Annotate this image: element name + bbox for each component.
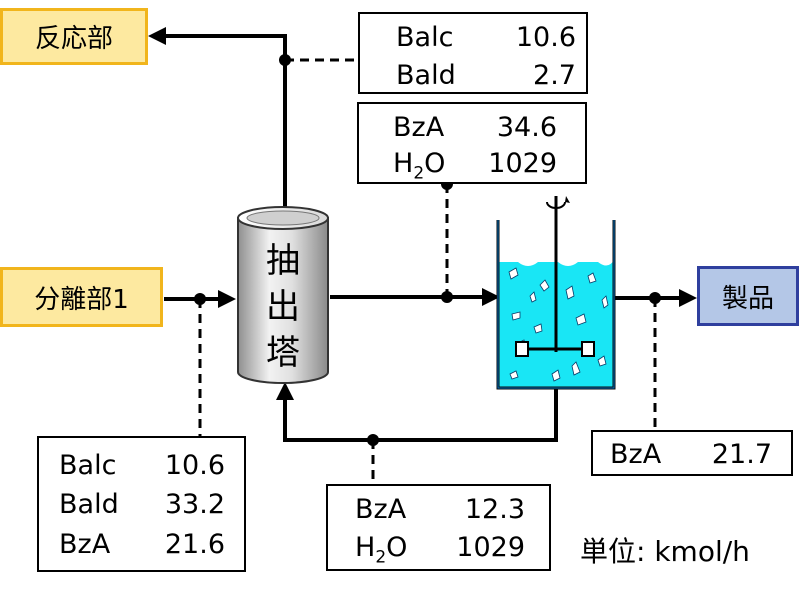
tower-label-3: 塔 <box>266 333 300 373</box>
tower-label-2: 出 <box>266 287 300 327</box>
stream-to-reaction <box>162 34 287 210</box>
component-value: 1029 <box>488 148 557 179</box>
arrowhead-to-reaction <box>148 27 166 45</box>
stream-box-water-feed: BzA 34.6 H2O 1029 <box>357 102 587 184</box>
component-value: 10.6 <box>164 450 225 481</box>
component-name: BzA <box>393 112 445 143</box>
reaction-unit-box: 反応部 <box>0 8 148 65</box>
extraction-tower <box>237 206 329 384</box>
component-name: Balc <box>59 450 117 481</box>
component-value: 2.7 <box>533 60 576 91</box>
stirred-tank <box>496 196 616 390</box>
stream-box-top-recycle: Balc 10.6 Bald 2.7 <box>358 12 588 94</box>
arrowhead-bottom-recycle <box>276 382 294 400</box>
component-name: BzA <box>355 494 407 525</box>
arrowhead-feed <box>218 290 236 308</box>
component-value: 10.6 <box>515 22 576 53</box>
component-name: BzA <box>59 529 111 560</box>
separation-unit-label: 分離部1 <box>34 284 129 315</box>
arrowhead-product <box>679 289 697 307</box>
component-value: 21.7 <box>711 439 772 470</box>
component-value: 33.2 <box>164 489 225 520</box>
component-value: 1029 <box>456 532 525 563</box>
component-name: Balc <box>396 22 454 53</box>
stream-box-product: BzA 21.7 <box>591 430 793 476</box>
component-value: 21.6 <box>164 529 225 560</box>
product-label: 製品 <box>721 283 774 314</box>
stream-bottom-recycle <box>283 388 558 442</box>
tower-label-1: 抽 <box>266 241 300 281</box>
stream-box-feed: Balc 10.6 Bald 33.2 BzA 21.6 <box>37 436 246 572</box>
stream-box-bottom-recycle: BzA 12.3 H2O 1029 <box>326 484 551 571</box>
separation-unit-box: 分離部1 <box>0 267 163 327</box>
component-name: H2O <box>393 148 446 184</box>
component-value: 12.3 <box>464 494 525 525</box>
component-name: BzA <box>610 439 662 470</box>
unit-label: 単位: kmol/h <box>580 535 750 568</box>
reaction-unit-label: 反応部 <box>34 24 113 54</box>
component-name: H2O <box>355 532 408 568</box>
component-value: 34.6 <box>496 112 557 143</box>
arrowhead-extract <box>482 288 500 306</box>
component-name: Bald <box>59 489 119 520</box>
product-box: 製品 <box>697 266 799 326</box>
component-name: Bald <box>396 60 456 91</box>
